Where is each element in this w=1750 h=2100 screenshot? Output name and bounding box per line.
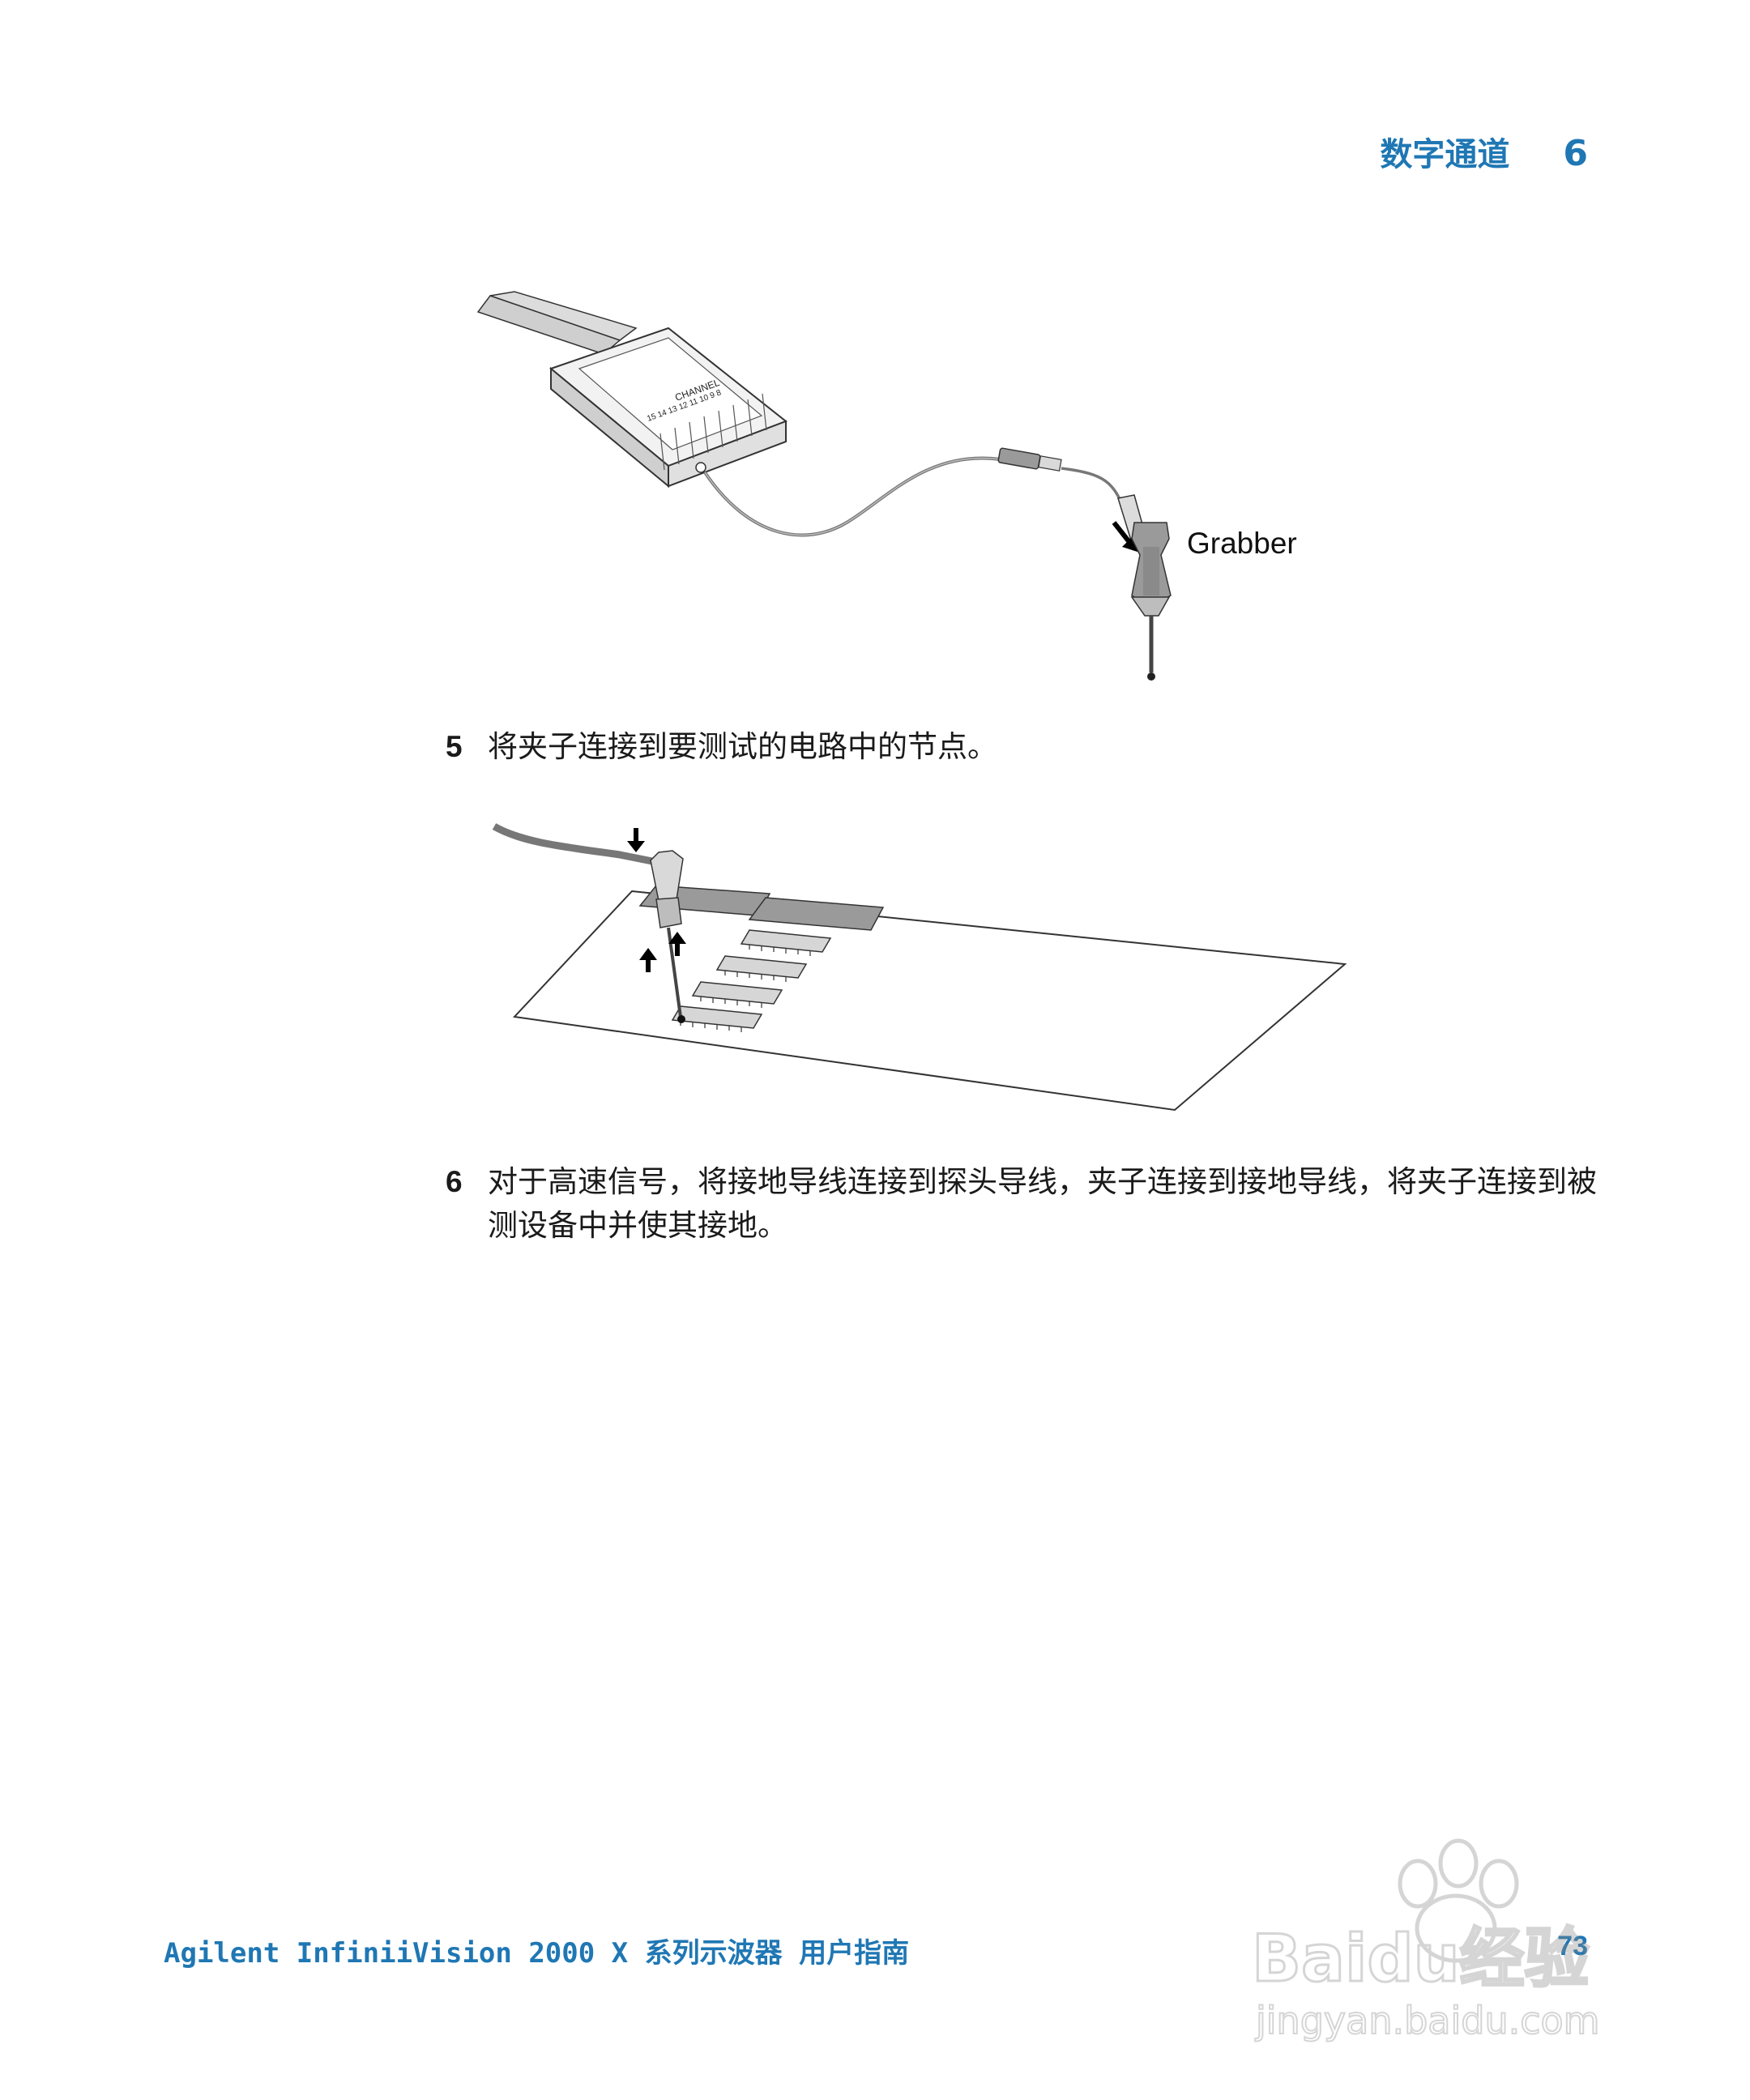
ic-chips (671, 929, 832, 1029)
pod-channel-lines (659, 393, 767, 471)
step-number: 6 (446, 1165, 463, 1198)
arrow-icons (627, 828, 686, 972)
probe-grabber-figure: CHANNEL 15 14 13 12 11 10 9 8 (476, 291, 1172, 681)
lead-connector (997, 447, 1062, 472)
step-text: 将夹子连接到要测试的电路中的节点。 (488, 729, 997, 764)
probe-lead (492, 823, 661, 867)
manual-title: Agilent InfiniiVision 2000 X 系列示波器 用户指南 (164, 1937, 910, 1970)
watermark-brand: Baidu经验 (1252, 1921, 1590, 1996)
chapter-number: 6 (1563, 133, 1588, 174)
watermark-url: jingyan.baidu.com (1255, 1999, 1600, 2042)
grabber-clip (650, 850, 685, 1023)
grabber-clip (1130, 522, 1172, 681)
probe-lead (703, 456, 1001, 537)
running-header: 数字通道 6 (1380, 128, 1588, 175)
page-number: 73 (1557, 1931, 1588, 1961)
circuit-board (512, 890, 1347, 1112)
step-number: 5 (446, 730, 463, 763)
grabber-callout: Grabber (1187, 527, 1297, 560)
step-5: 5 将夹子连接到要测试的电路中的节点。 (446, 725, 1604, 769)
ic-pins (680, 945, 811, 1032)
section-title: 数字通道 (1380, 136, 1510, 173)
step-text: 对于高速信号，将接地导线连接到探头导线，夹子连接到接地导线，将夹子连接到被测设备… (488, 1164, 1597, 1243)
baidu-watermark-logo: Baidu经验 jingyan.baidu.com (1251, 1838, 1601, 2043)
page-footer: Agilent InfiniiVision 2000 X 系列示波器 用户指南 … (164, 1931, 1588, 1979)
circuit-board-figure (492, 823, 1347, 1112)
step-6: 6 对于高速信号，将接地导线连接到探头导线，夹子连接到接地导线，将夹子连接到被测… (446, 1160, 1604, 1248)
board-pad (748, 897, 885, 931)
